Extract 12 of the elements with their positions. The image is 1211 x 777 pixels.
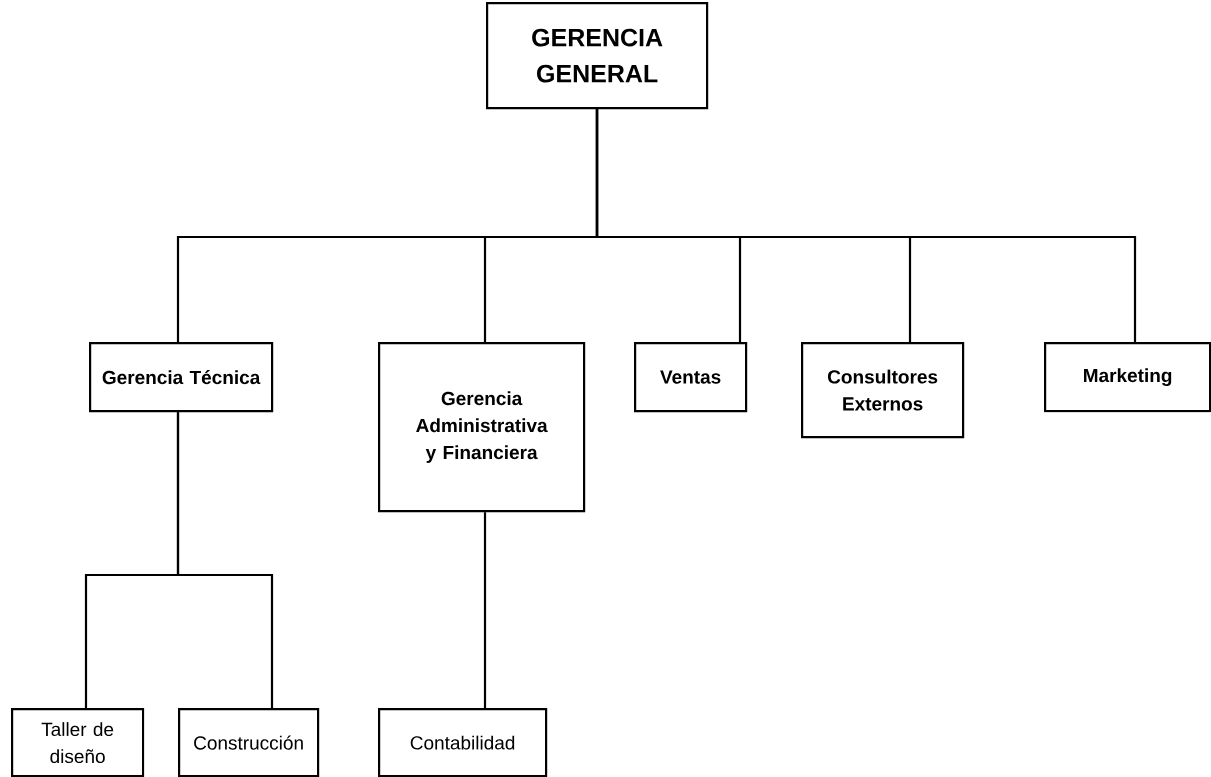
connector-line	[176, 412, 274, 708]
org-box: Gerencia Técnica	[89, 342, 274, 413]
org-box: Contabilidad	[378, 708, 548, 777]
connector-line	[483, 512, 487, 708]
org-box: Marketing	[1044, 342, 1211, 413]
org-box: Taller de diseño	[11, 708, 145, 777]
org-box: GERENCIA GENERAL	[486, 2, 709, 110]
org-box: Consultores Externos	[801, 342, 965, 439]
org-box: Gerencia Administrativa y Financiera	[378, 342, 586, 513]
org-box: Ventas	[634, 342, 748, 413]
org-box: Construcción	[178, 708, 320, 777]
connector-line	[595, 109, 1137, 342]
